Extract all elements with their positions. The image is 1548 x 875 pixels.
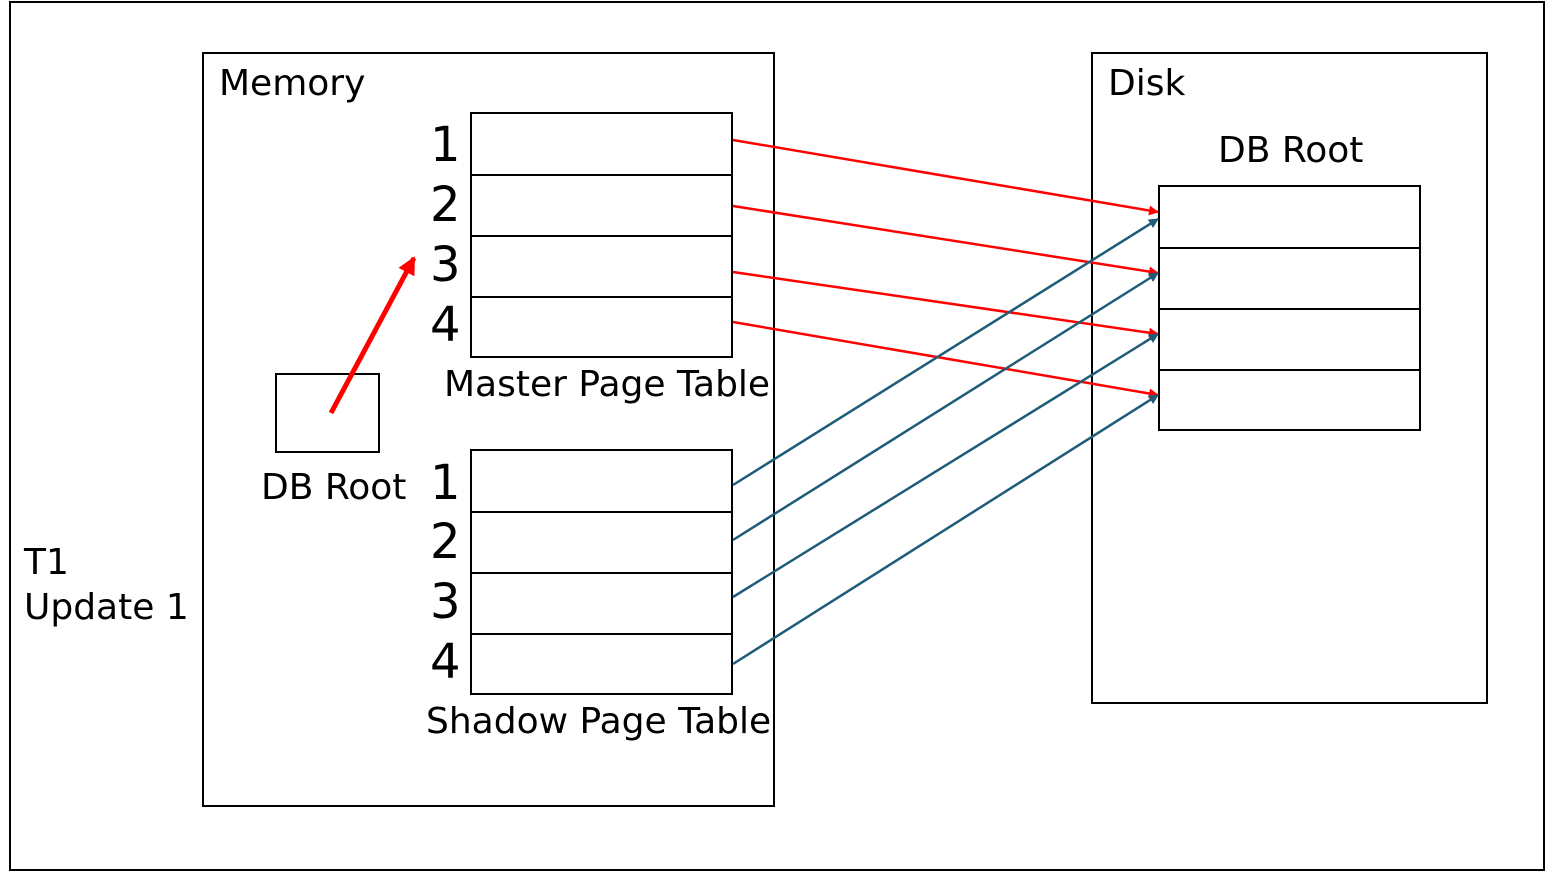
diagram-frame xyxy=(9,1,1545,871)
table-row-divider xyxy=(472,633,731,635)
master-arrow xyxy=(732,138,1159,216)
disk-db-root-label: DB Root xyxy=(1218,130,1364,171)
shadow-row-number: 4 xyxy=(430,634,461,690)
table-row-divider xyxy=(1160,247,1419,249)
table-row-divider xyxy=(472,174,731,176)
table-row-divider xyxy=(1160,308,1419,310)
db-root-pointer-arrow xyxy=(328,256,417,415)
table-row-divider xyxy=(472,572,731,574)
master-arrow xyxy=(732,270,1159,338)
memory-box xyxy=(202,52,775,807)
master-row-number: 2 xyxy=(430,177,461,233)
operation-label: Update 1 xyxy=(24,587,189,628)
shadow-table-label: Shadow Page Table xyxy=(426,701,772,742)
shadow-arrow xyxy=(732,393,1159,666)
shadow-arrow xyxy=(732,332,1159,599)
transaction-label: T1 xyxy=(24,542,69,583)
master-arrow xyxy=(732,320,1159,399)
master-arrow xyxy=(732,204,1159,277)
master-table-label: Master Page Table xyxy=(444,364,771,405)
shadow-arrow xyxy=(732,271,1159,542)
master-row-number: 3 xyxy=(430,237,461,293)
shadow-row-number: 2 xyxy=(430,514,461,570)
shadow-page-table xyxy=(470,449,733,695)
memory-title: Memory xyxy=(219,63,366,104)
master-row-number: 1 xyxy=(430,117,461,173)
disk-pages-table xyxy=(1158,185,1421,431)
shadow-arrow xyxy=(732,217,1159,487)
table-row-divider xyxy=(1160,369,1419,371)
master-page-table xyxy=(470,112,733,358)
memory-db-root-label: DB Root xyxy=(261,467,407,508)
table-row-divider xyxy=(472,296,731,298)
table-row-divider xyxy=(472,235,731,237)
disk-box xyxy=(1091,52,1488,704)
shadow-row-number: 1 xyxy=(430,455,461,511)
master-row-number: 4 xyxy=(430,297,461,353)
table-row-divider xyxy=(472,511,731,513)
disk-title: Disk xyxy=(1108,63,1186,104)
memory-db-root-box xyxy=(275,373,380,453)
shadow-row-number: 3 xyxy=(430,574,461,630)
